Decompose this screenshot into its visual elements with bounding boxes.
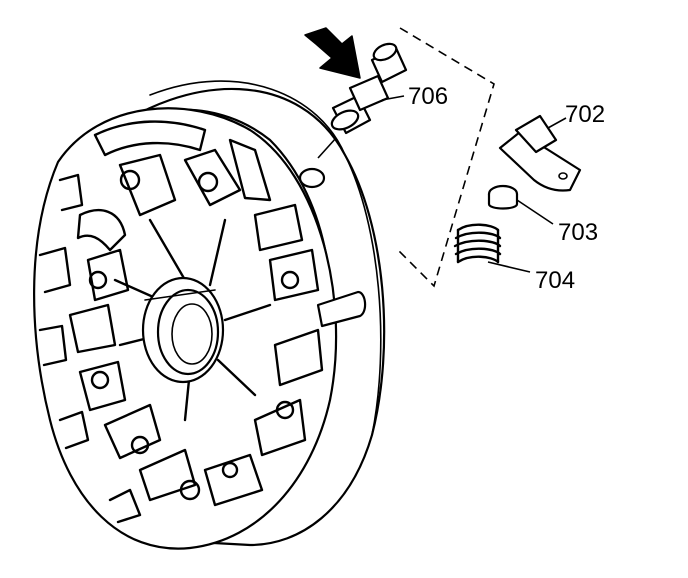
callout-704: 704 (535, 267, 575, 294)
callout-702: 702 (565, 101, 605, 128)
pump-body (33, 80, 386, 550)
group-bracket (395, 27, 495, 288)
arrow-icon (304, 27, 361, 79)
callout-706: 706 (408, 83, 448, 110)
plug-703 (487, 184, 554, 225)
pointer-arrow (304, 27, 361, 79)
callout-703: 703 (558, 219, 598, 246)
valve-706 (317, 42, 408, 159)
spring-704 (453, 223, 531, 273)
retainer-702 (498, 114, 582, 192)
